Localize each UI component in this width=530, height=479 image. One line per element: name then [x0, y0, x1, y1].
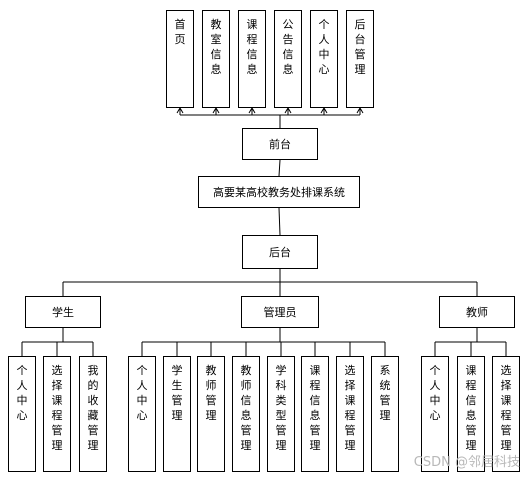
arrow-13	[356, 107, 364, 114]
admin-item-teacher-info-manage: 教师信息管理	[232, 356, 260, 472]
arrow-3	[176, 107, 184, 114]
admin-item-student-manage: 学生管理	[163, 356, 191, 472]
role-student: 学生	[25, 296, 101, 328]
admin-item-subject-type-manage: 学科类型管理	[267, 356, 295, 472]
arrow-7	[248, 107, 256, 114]
frontend-root: 前台	[242, 128, 318, 160]
student-item-favorites: 我的收藏管理	[79, 356, 107, 472]
arrow-11	[320, 107, 328, 114]
admin-item-course-info-manage: 课程信息管理	[301, 356, 329, 472]
connector-14	[278, 159, 281, 177]
watermark: CSDN @邻居科技	[413, 455, 520, 470]
admin-item-system-manage: 系统管理	[371, 356, 399, 472]
teacher-item-personal-center: 个人中心	[421, 356, 449, 472]
admin-item-teacher-manage: 教师管理	[197, 356, 225, 472]
connector-15	[278, 207, 281, 236]
frontend-item-personal-center: 个人中心	[310, 10, 338, 108]
student-item-personal-center: 个人中心	[8, 356, 36, 472]
arrow-5	[212, 107, 220, 114]
system-title: 高要某高校教务处排课系统	[198, 176, 360, 208]
frontend-item-classroom-info: 教室信息	[202, 10, 230, 108]
frontend-item-notice-info: 公告信息	[274, 10, 302, 108]
admin-item-personal-center: 个人中心	[128, 356, 156, 472]
admin-item-course-selection-manage: 选择课程管理	[336, 356, 364, 472]
arrow-9	[284, 107, 292, 114]
backend-root: 后台	[242, 235, 318, 269]
frontend-item-backend-manage: 后台管理	[346, 10, 374, 108]
frontend-item-course-info: 课程信息	[238, 10, 266, 108]
role-admin: 管理员	[241, 296, 319, 328]
teacher-item-course-info-manage: 课程信息管理	[457, 356, 485, 472]
frontend-item-home: 首页	[166, 10, 194, 108]
role-teacher: 教师	[439, 296, 515, 328]
student-item-course-selection: 选择课程管理	[43, 356, 71, 472]
teacher-item-course-selection-manage: 选择课程管理	[492, 356, 520, 472]
